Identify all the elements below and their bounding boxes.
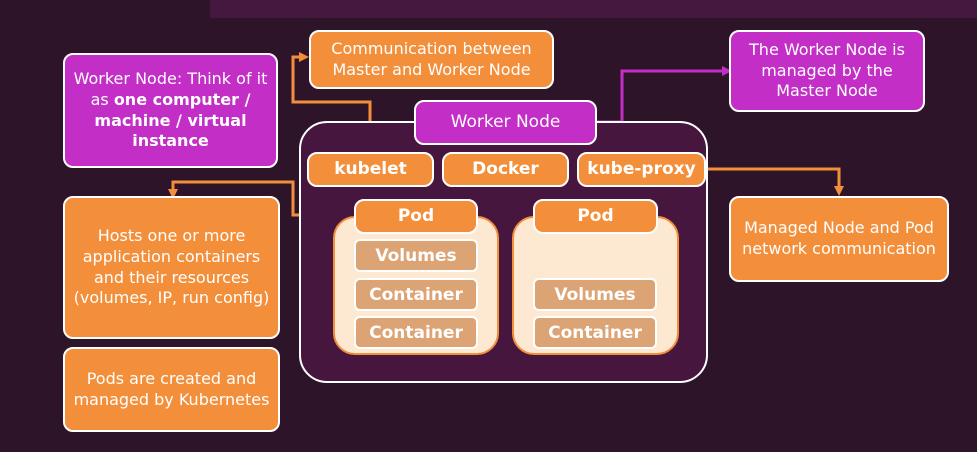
kube-proxy-component: kube-proxy <box>577 152 706 187</box>
docker-label: Docker <box>472 159 539 180</box>
pod-1-container-1-text: Container <box>369 284 463 305</box>
pod-2-volumes-text: Volumes <box>554 284 636 305</box>
top-band <box>210 0 977 18</box>
docker-component: Docker <box>442 152 569 187</box>
pod-2-label: Pod <box>533 199 658 234</box>
kubelet-to-communication-arrow <box>291 52 372 152</box>
pod-2-label-text: Pod <box>577 206 614 227</box>
kubeproxy-to-network-arrow <box>706 167 844 196</box>
pod-1-container-2-text: Container <box>369 322 463 343</box>
communication-note: Communication between Master and Worker … <box>309 30 554 89</box>
pod-1-volumes-text: Volumes <box>375 245 457 266</box>
network-communication-text: Managed Node and Pod network communicati… <box>742 218 936 258</box>
worker-node-definition-note: Worker Node: Think of it as one computer… <box>63 53 278 168</box>
communication-text: Communication between Master and Worker … <box>331 38 532 79</box>
hosts-containers-note: Hosts one or more application containers… <box>63 196 280 339</box>
pod-2-container-1-text: Container <box>548 322 642 343</box>
pods-created-note: Pods are created and managed by Kubernet… <box>63 347 280 432</box>
kubelet-component: kubelet <box>307 152 434 187</box>
worker-node-definition-text: Worker Node: Think of it as <box>73 68 268 109</box>
managed-by-master-note: The Worker Node is managed by the Master… <box>729 30 925 112</box>
pod-2-container-1: Container <box>533 316 657 349</box>
kube-proxy-label: kube-proxy <box>587 159 696 180</box>
worker-to-master-arrow <box>596 66 732 124</box>
pod-1-container-1: Container <box>354 278 478 311</box>
hosts-containers-text: Hosts one or more application containers… <box>73 225 270 308</box>
pod-1-volumes: Volumes <box>354 239 478 272</box>
worker-node-title-text: Worker Node <box>450 112 561 133</box>
pod-1-label: Pod <box>354 199 478 234</box>
network-communication-note: Managed Node and Pod network communicati… <box>729 196 949 282</box>
pod-2-volumes: Volumes <box>533 278 657 311</box>
worker-node-title: Worker Node <box>414 100 597 145</box>
worker-node-definition-bold: one computer / machine / virtual instanc… <box>94 89 251 151</box>
pod-1-label-text: Pod <box>397 206 435 227</box>
pods-created-text: Pods are created and managed by Kubernet… <box>73 368 270 409</box>
managed-by-master-text: The Worker Node is managed by the Master… <box>749 39 905 101</box>
kubelet-label: kubelet <box>334 159 407 180</box>
pod-1-container-2: Container <box>354 316 478 349</box>
